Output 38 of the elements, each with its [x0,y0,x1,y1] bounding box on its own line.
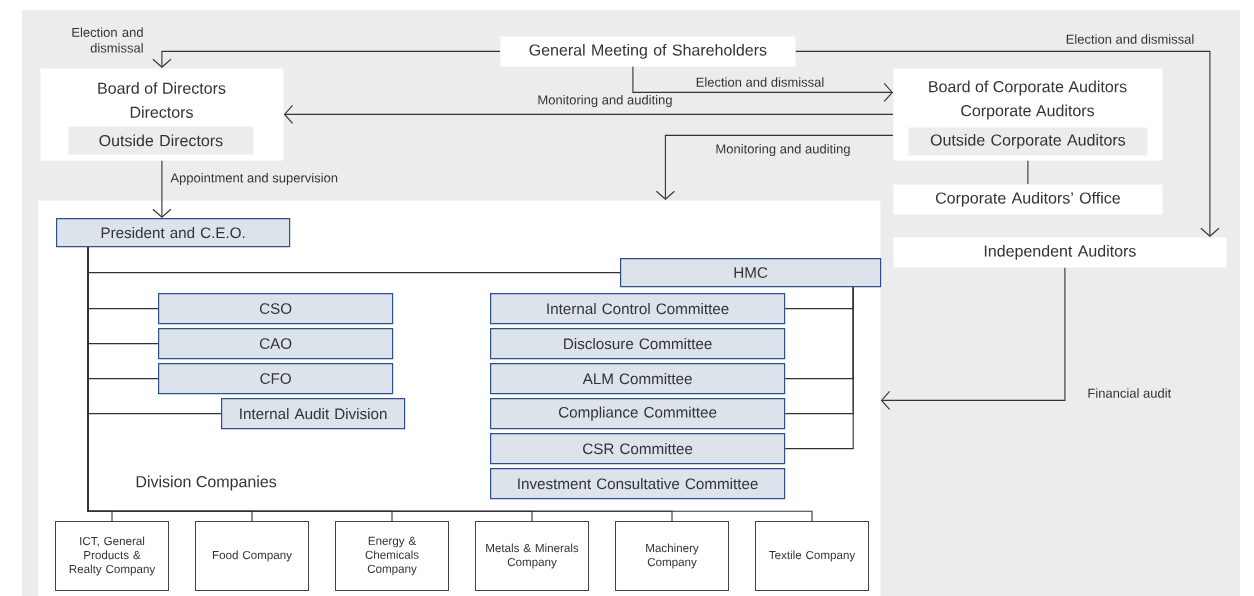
body-box: Independent Auditors [893,237,1227,268]
arrow [283,104,894,124]
role-box: CFO [158,363,394,395]
role-box: CAO [158,328,394,360]
arrow [632,66,893,102]
company-box: Textile Company [755,521,869,591]
arrow [655,134,894,200]
company-box: Food Company [195,521,309,591]
company-box: Metals & Minerals Company [475,521,589,591]
connector-line [87,246,813,522]
company-box: Machinery Company [615,521,729,591]
connector-line [784,286,854,450]
role-box: Disclosure Committee [490,328,786,360]
connector-line [1027,160,1029,185]
role-box: CSR Committee [490,433,786,465]
member-box: Outside Corporate Auditors [908,127,1148,156]
role-box: Investment Consultative Committee [490,468,786,500]
member-box: Outside Directors [68,126,254,155]
edge-label: Financial audit [1085,386,1174,400]
role-box: Internal Control Committee [490,293,786,325]
edge-label: Election and dismissal [1063,32,1197,46]
arrow [795,50,1220,237]
body-box: Corporate Auditors’ Office [893,184,1163,215]
edge-label: Election and dismissal [693,75,827,89]
role-box: President and C.E.O. [56,218,291,248]
arrow [152,160,172,218]
group-label: Division Companies [136,475,277,491]
arrow [880,267,1066,410]
role-box: HMC [620,258,882,288]
role-box: Compliance Committee [490,398,786,430]
arrow [152,50,501,68]
company-box: Energy & Chemicals Company [335,521,449,591]
role-box: CSO [158,293,394,325]
body-box: General Meeting of Shareholders [500,36,796,67]
edge-label: Election and dismissal [61,25,146,55]
role-box: ALM Committee [490,363,786,395]
company-box: ICT, General Products & Realty Company [55,521,169,591]
role-box: Internal Audit Division [221,398,406,430]
